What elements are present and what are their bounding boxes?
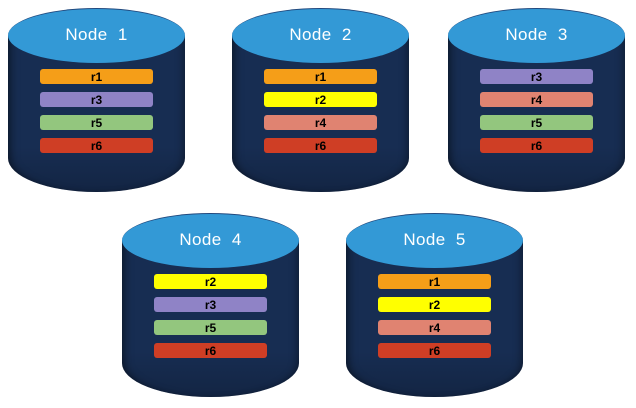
replica-bar-r5[interactable]: r5: [154, 320, 267, 335]
node-label: Node 1: [65, 25, 128, 44]
replica-list: r3 r4 r5 r6: [480, 69, 593, 153]
node-label: Node 2: [289, 25, 352, 44]
replica-bar-r1[interactable]: r1: [264, 69, 377, 84]
replica-bar-r2[interactable]: r2: [264, 92, 377, 107]
node-label: Node 3: [505, 25, 568, 44]
replica-bar-r4[interactable]: r4: [264, 115, 377, 130]
database-node-5[interactable]: Node 5 r1 r2 r4 r6: [346, 213, 523, 397]
replica-list: r1 r2 r4 r6: [378, 274, 491, 358]
replica-bar-r2[interactable]: r2: [378, 297, 491, 312]
replica-bar-r6[interactable]: r6: [40, 138, 153, 153]
cylinder-top-ellipse: [232, 8, 409, 63]
replica-bar-r5[interactable]: r5: [40, 115, 153, 130]
replica-bar-r6[interactable]: r6: [480, 138, 593, 153]
replica-bar-r6[interactable]: r6: [264, 138, 377, 153]
replica-bar-r3[interactable]: r3: [480, 69, 593, 84]
replica-bar-r4[interactable]: r4: [378, 320, 491, 335]
replica-list: r2 r3 r5 r6: [154, 274, 267, 358]
replica-bar-r2[interactable]: r2: [154, 274, 267, 289]
replica-bar-r3[interactable]: r3: [40, 92, 153, 107]
replica-bar-r5[interactable]: r5: [480, 115, 593, 130]
cylinder-top-ellipse: [122, 213, 299, 268]
replica-bar-r3[interactable]: r3: [154, 297, 267, 312]
replica-bar-r4[interactable]: r4: [480, 92, 593, 107]
replica-list: r1 r3 r5 r6: [40, 69, 153, 153]
cylinder-top-ellipse: [8, 8, 185, 63]
database-node-1[interactable]: Node 1 r1 r3 r5 r6: [8, 8, 185, 192]
replica-bar-r1[interactable]: r1: [40, 69, 153, 84]
node-label: Node 4: [179, 230, 242, 249]
database-node-3[interactable]: Node 3 r3 r4 r5 r6: [448, 8, 625, 192]
cylinder-top-ellipse: [346, 213, 523, 268]
replica-bar-r6[interactable]: r6: [378, 343, 491, 358]
replica-bar-r1[interactable]: r1: [378, 274, 491, 289]
replica-bar-r6[interactable]: r6: [154, 343, 267, 358]
database-node-4[interactable]: Node 4 r2 r3 r5 r6: [122, 213, 299, 397]
node-label: Node 5: [403, 230, 466, 249]
replica-list: r1 r2 r4 r6: [264, 69, 377, 153]
database-node-2[interactable]: Node 2 r1 r2 r4 r6: [232, 8, 409, 192]
cylinder-top-ellipse: [448, 8, 625, 63]
